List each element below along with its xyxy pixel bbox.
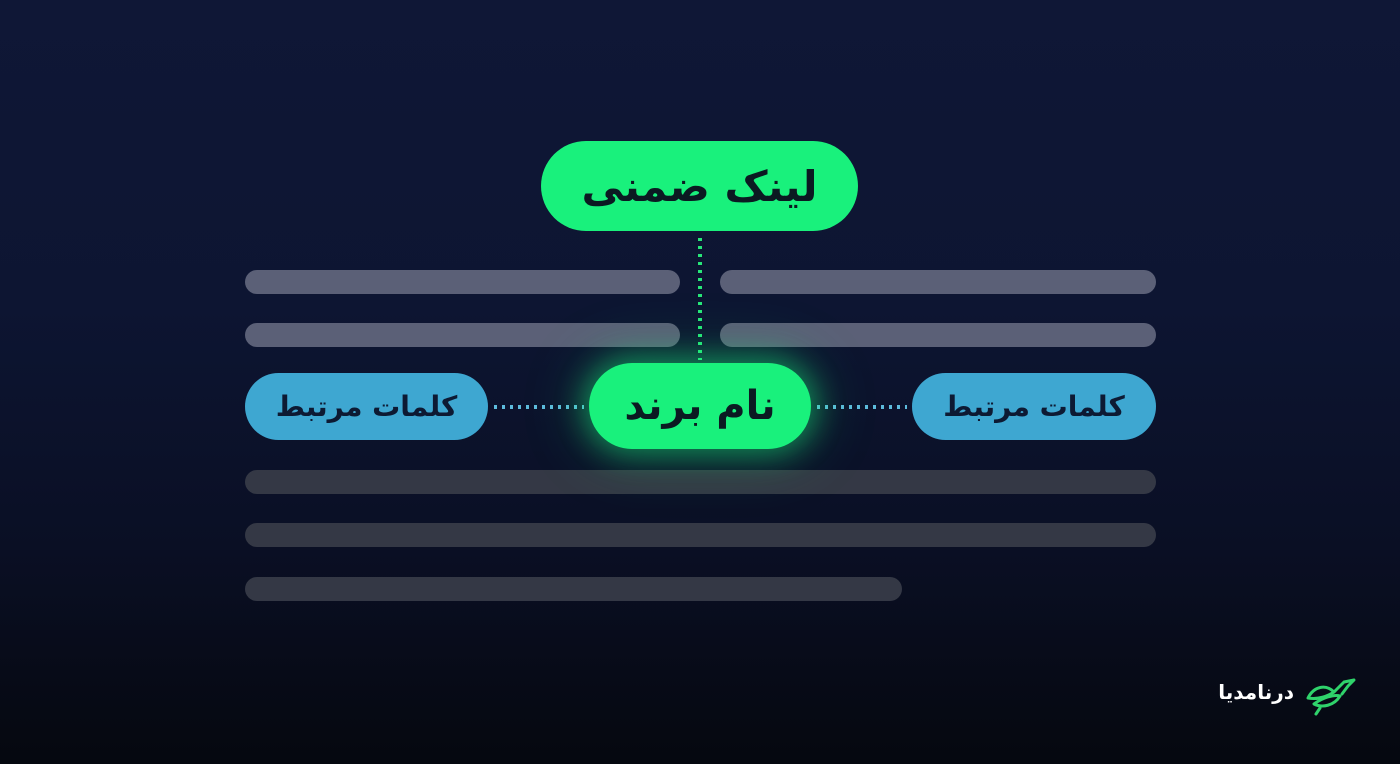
text-line-placeholder bbox=[720, 270, 1156, 294]
brand-logo: درنامدیا bbox=[1198, 664, 1358, 720]
text-line-placeholder bbox=[720, 323, 1156, 347]
connector-vertical bbox=[698, 238, 702, 360]
text-line-placeholder bbox=[245, 523, 1156, 547]
text-line-placeholder bbox=[245, 470, 1156, 494]
brand-name-pill: نام برند bbox=[589, 363, 811, 449]
text-line-placeholder bbox=[245, 270, 680, 294]
implicit-link-label: لینک ضمنی bbox=[581, 161, 818, 211]
text-line-placeholder bbox=[245, 323, 680, 347]
text-line-placeholder bbox=[245, 577, 902, 601]
related-words-pill-right: کلمات مرتبط bbox=[912, 373, 1156, 440]
related-words-label: کلمات مرتبط bbox=[943, 390, 1125, 423]
brand-name-label: نام برند bbox=[624, 383, 776, 429]
logo-text: درنامدیا bbox=[1218, 680, 1294, 704]
related-words-label: کلمات مرتبط bbox=[275, 390, 458, 423]
connector-left bbox=[494, 405, 584, 409]
related-words-pill-left: کلمات مرتبط bbox=[245, 373, 488, 440]
implicit-link-pill: لینک ضمنی bbox=[541, 141, 858, 231]
connector-right bbox=[817, 405, 907, 409]
crane-bird-icon bbox=[1306, 678, 1356, 716]
